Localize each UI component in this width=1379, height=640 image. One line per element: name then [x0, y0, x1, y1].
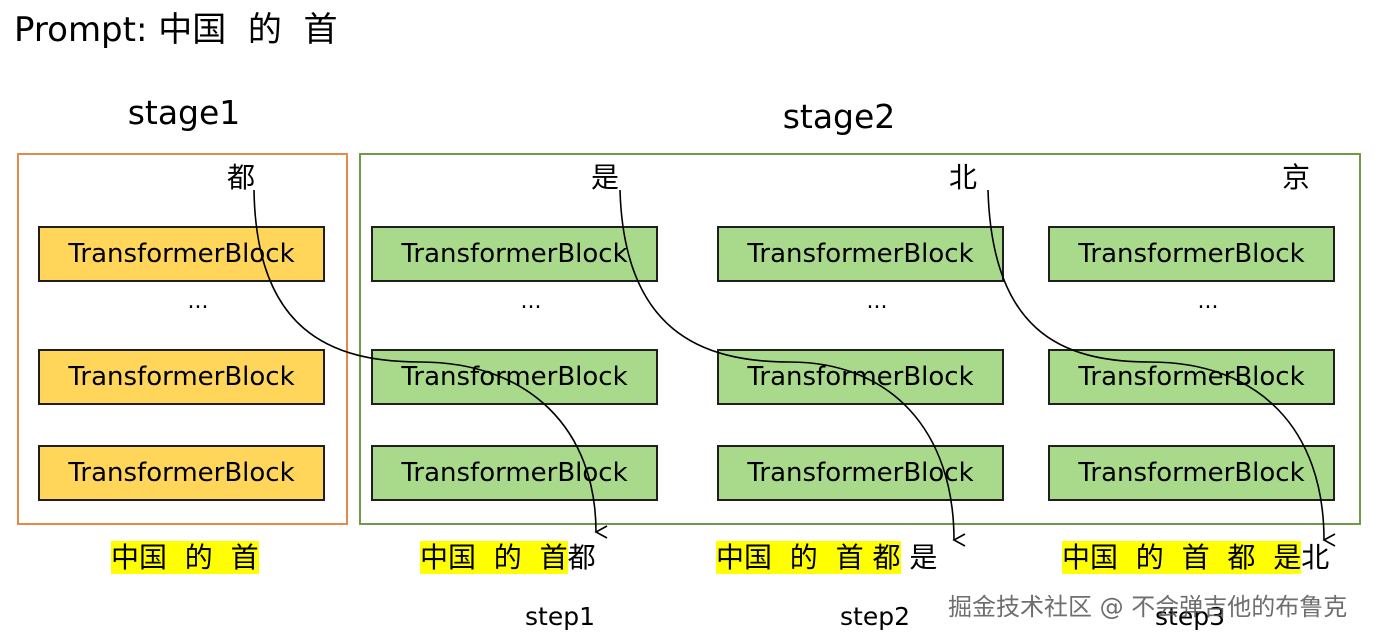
transformer-block: TransformerBlock: [717, 226, 1004, 282]
watermark: 掘金技术社区 @ 不会弹吉他的布鲁克: [948, 593, 1348, 621]
arrow-step3: [987, 189, 1336, 547]
transformer-block: TransformerBlock: [38, 445, 325, 501]
prompt-tokens: 中国 的 首: [158, 10, 338, 50]
appended-token: 北: [1301, 541, 1330, 574]
output-token-2: 北: [948, 161, 977, 194]
output-token-0: 都: [226, 161, 255, 194]
highlighted-tokens: 中国 的 首 都: [716, 541, 901, 574]
ellipsis: ...: [1197, 289, 1219, 314]
input-sequence-1: 中国 的 首都: [420, 540, 596, 578]
ellipsis: ...: [520, 289, 542, 314]
highlighted-tokens: 中国 的 首 都 是: [1062, 541, 1302, 574]
input-sequence-0: 中国 的 首: [111, 540, 259, 578]
transformer-block: TransformerBlock: [371, 226, 658, 282]
arrow-step2: [619, 189, 966, 547]
appended-token: 是: [900, 541, 938, 574]
transformer-block: TransformerBlock: [38, 349, 325, 405]
ellipsis: ...: [187, 289, 209, 314]
transformer-block: TransformerBlock: [717, 349, 1004, 405]
prompt-title: Prompt: 中国 的 首: [14, 8, 337, 52]
input-sequence-3: 中国 的 首 都 是北: [1062, 540, 1329, 578]
transformer-block: TransformerBlock: [717, 445, 1004, 501]
ellipsis: ...: [866, 289, 888, 314]
arrow-step1: [253, 189, 608, 539]
highlighted-tokens: 中国 的 首: [111, 541, 259, 574]
output-token-3: 京: [1281, 161, 1310, 194]
transformer-block: TransformerBlock: [371, 445, 658, 501]
transformer-block: TransformerBlock: [38, 226, 325, 282]
highlighted-tokens: 中国 的 首: [420, 541, 568, 574]
appended-token: 都: [567, 541, 596, 574]
stage1-frame: [17, 153, 348, 525]
stage2-label: stage2: [782, 97, 896, 136]
output-token-1: 是: [590, 161, 619, 194]
input-sequence-2: 中国 的 首 都 是: [716, 540, 937, 578]
transformer-block: TransformerBlock: [1048, 226, 1335, 282]
transformer-block: TransformerBlock: [1048, 445, 1335, 501]
prompt-label: Prompt:: [14, 10, 148, 50]
stage2-frame: [359, 153, 1361, 525]
transformer-block: TransformerBlock: [371, 349, 658, 405]
step-label-2: step2: [840, 602, 910, 631]
step-label-1: step1: [525, 602, 595, 631]
step-label-3: step3: [1155, 602, 1225, 631]
stage1-label: stage1: [127, 93, 241, 132]
transformer-block: TransformerBlock: [1048, 349, 1335, 405]
